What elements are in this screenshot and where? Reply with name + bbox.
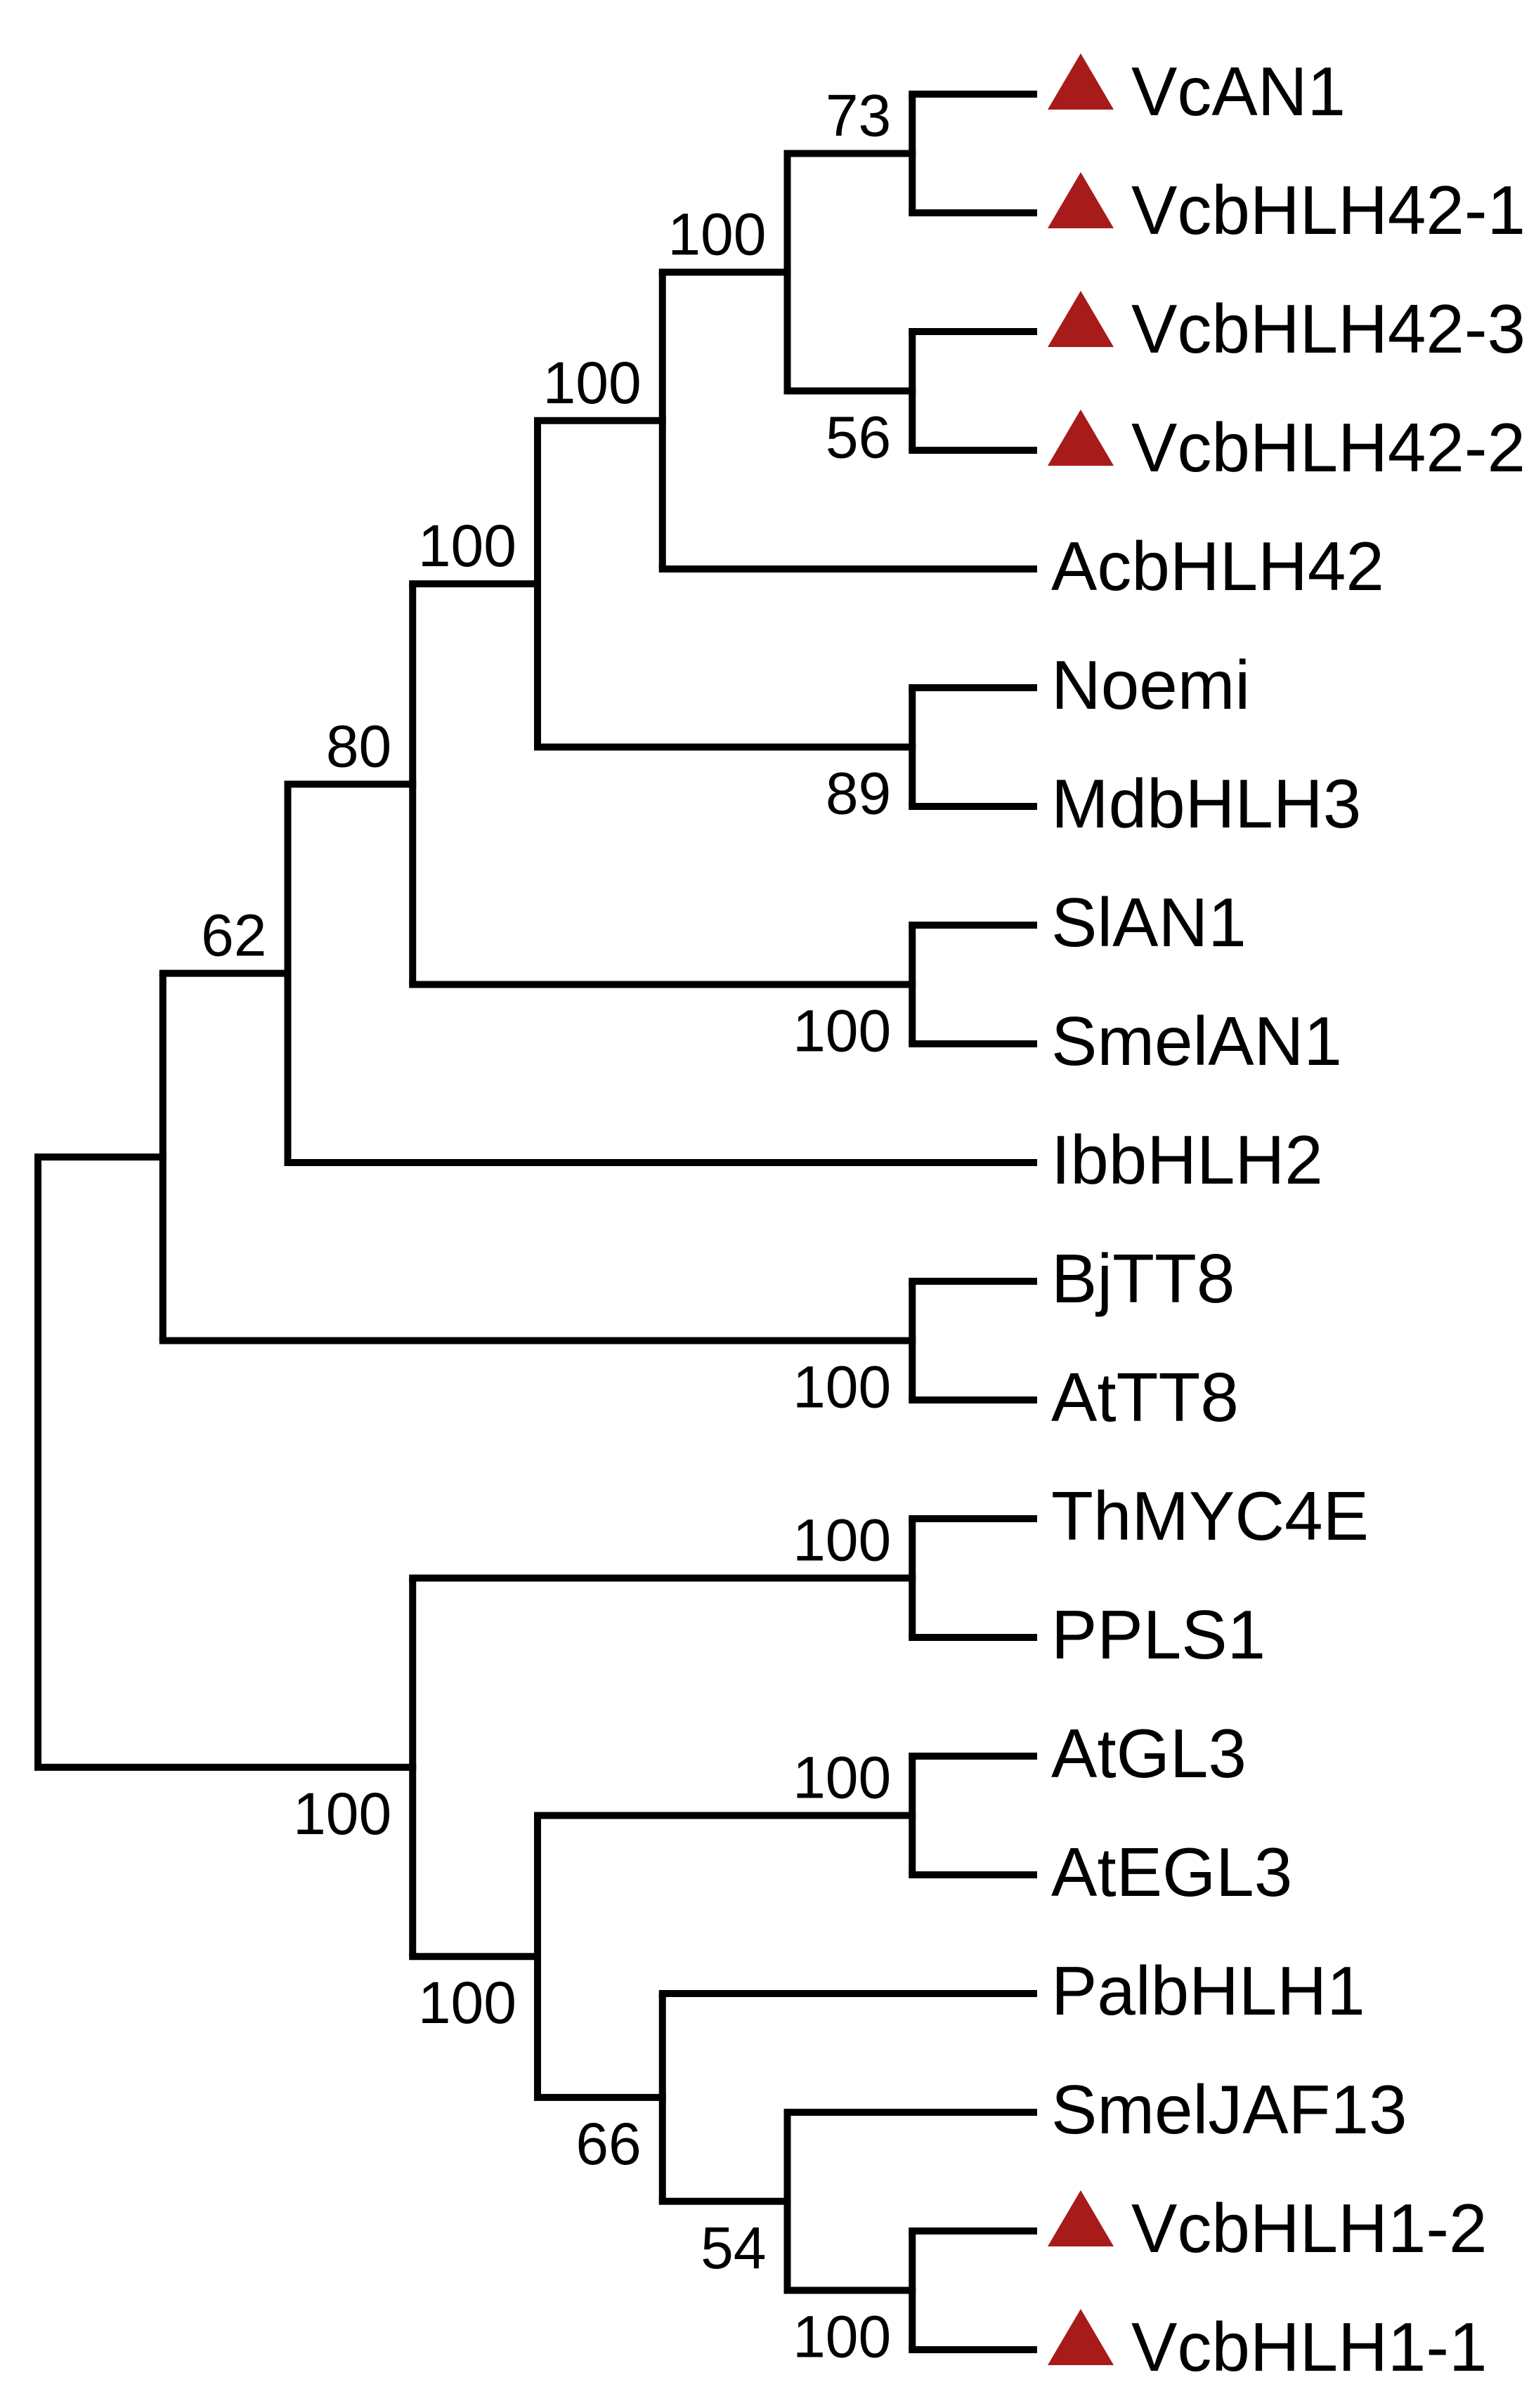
taxon-label-mdbhlh3: MdbHLH3: [1051, 765, 1361, 842]
bootstrap-value: 100: [793, 1745, 891, 1811]
taxon-label-vcan1: VcAN1: [1131, 53, 1346, 130]
bootstrap-value: 100: [793, 1507, 891, 1573]
bootstrap-value: 100: [668, 202, 766, 268]
highlight-triangle-icon: [1048, 172, 1114, 228]
bootstrap-value: 62: [201, 903, 266, 969]
highlight-triangle-icon: [1048, 410, 1114, 466]
highlight-triangle-icon: [1048, 291, 1114, 347]
bootstrap-value: 100: [418, 513, 516, 579]
bootstrap-value: 80: [326, 713, 391, 779]
bootstrap-value: 100: [793, 1354, 891, 1420]
bootstrap-value: 73: [826, 83, 891, 149]
taxon-label-ibbhlh2: IbbHLH2: [1051, 1121, 1323, 1198]
taxon-label-ppls1: PPLS1: [1051, 1596, 1266, 1673]
highlight-triangle-icon: [1048, 2190, 1114, 2246]
taxon-label-acbhlh42: AcbHLH42: [1051, 528, 1384, 605]
taxon-label-slan1: SlAN1: [1051, 884, 1247, 961]
bootstrap-value: 56: [826, 405, 891, 471]
bootstrap-value: 54: [701, 2215, 766, 2281]
bootstrap-value: 100: [293, 1781, 391, 1847]
bootstrap-value: 100: [543, 350, 642, 416]
taxon-label-vcbhlh42-1: VcbHLH42-1: [1131, 171, 1525, 249]
taxon-label-ategl3: AtEGL3: [1051, 1833, 1292, 1911]
taxon-label-thmyc4e: ThMYC4E: [1051, 1477, 1369, 1555]
bootstrap-value: 100: [418, 1970, 516, 2036]
taxon-label-smeljaf13: SmelJAF13: [1051, 2071, 1407, 2148]
taxon-label-attt8: AtTT8: [1051, 1359, 1239, 1436]
taxon-label-vcbhlh42-2: VcbHLH42-2: [1131, 409, 1525, 486]
taxon-label-atgl3: AtGL3: [1051, 1715, 1247, 1792]
taxon-label-noemi: Noemi: [1051, 646, 1250, 724]
taxon-label-palbhlh1: PalbHLH1: [1051, 1952, 1365, 2029]
bootstrap-value: 100: [793, 2304, 891, 2370]
bootstrap-value: 100: [793, 998, 891, 1064]
taxon-label-vcbhlh1-1: VcbHLH1-1: [1131, 2308, 1488, 2386]
bootstrap-value: 66: [575, 2111, 641, 2177]
taxon-label-vcbhlh42-3: VcbHLH42-3: [1131, 290, 1525, 367]
taxon-label-smelan1: SmelAN1: [1051, 1002, 1342, 1080]
taxon-label-bjtt8: BjTT8: [1051, 1240, 1235, 1317]
highlight-triangle-icon: [1048, 53, 1114, 110]
bootstrap-value: 89: [826, 761, 891, 827]
taxon-label-vcbhlh1-2: VcbHLH1-2: [1131, 2190, 1488, 2267]
highlight-triangle-icon: [1048, 2309, 1114, 2365]
